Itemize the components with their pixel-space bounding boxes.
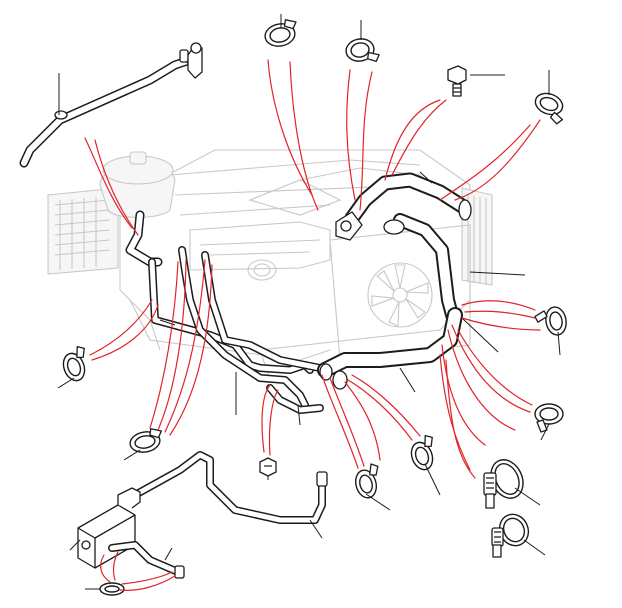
expansion-tank-hose xyxy=(125,210,163,267)
hose-clip xyxy=(354,463,379,499)
cooling-fan xyxy=(367,262,433,328)
ghosted-engine-bay xyxy=(47,149,493,381)
hose-set xyxy=(19,42,472,579)
hose-clip-small xyxy=(99,582,125,596)
bottom-radiator-hose xyxy=(317,307,463,390)
bleed-screw xyxy=(447,65,467,97)
bypass-hose xyxy=(266,384,324,414)
heater-hose-lower xyxy=(131,451,328,524)
hose-clip xyxy=(345,38,380,63)
hose-clip xyxy=(534,403,564,433)
expansion-tank xyxy=(99,151,176,218)
top-radiator-hose xyxy=(335,172,472,322)
heater-valve-assembly xyxy=(77,487,185,579)
hose-clip xyxy=(62,346,86,382)
hose-clips xyxy=(62,19,567,596)
hose-clip xyxy=(264,19,297,47)
hose-clip xyxy=(534,92,564,125)
hose-clip xyxy=(410,435,434,471)
hose-clip-small xyxy=(259,457,277,477)
cable-tie xyxy=(491,513,530,558)
hose-clip xyxy=(534,306,567,336)
heater-hose-upper xyxy=(19,42,203,168)
callout-lines xyxy=(84,59,541,591)
cable-tie xyxy=(483,459,524,509)
hose-clip xyxy=(129,428,162,453)
